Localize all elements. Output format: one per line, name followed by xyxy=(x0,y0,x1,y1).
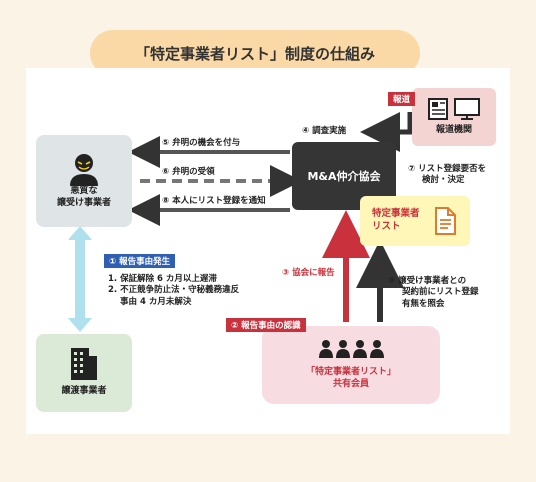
step5-label: ⑤ 弁明の機会を付与 xyxy=(162,138,241,148)
step6-label: ⑥ 弁明の受領 xyxy=(162,167,215,177)
step2-label: ② 報告事由の認識 xyxy=(226,318,306,332)
step7-line1: ⑦ リスト登録要否を xyxy=(408,164,487,174)
center-box: M&A仲介協会 xyxy=(292,142,396,210)
step1-items: 1. 保証解除 6 カ月以上遅滞 2. 不正競争防止法・守秘義務違反 事由 4 … xyxy=(108,274,239,308)
bad-buyer-label-line1: 悪質な xyxy=(70,186,98,197)
step7-line2: 検討・決定 xyxy=(422,175,465,186)
seller-box: 譲渡事業者 xyxy=(36,334,132,412)
center-label: M&A仲介協会 xyxy=(307,170,381,183)
members-label-line1: 「特定事業者リスト」 xyxy=(305,366,396,377)
bad-buyer-label: 悪質な 譲受け事業者 xyxy=(57,186,111,209)
step3-label: ③ 協会に報告 xyxy=(282,268,335,278)
step8-label: ⑧ 本人にリスト登録を通知 xyxy=(162,196,266,206)
step1-label: ① 報告事由発生 xyxy=(104,254,176,268)
document-icon xyxy=(434,207,456,235)
seller-label: 譲渡事業者 xyxy=(61,386,107,397)
building-icon xyxy=(71,348,97,381)
press-label: 報道機関 xyxy=(435,125,472,136)
step9-line2: 契約前にリスト登録 xyxy=(402,287,479,298)
step9-line1: ⑨ 譲受け事業者との xyxy=(388,276,467,286)
step9-line3: 有無を照会 xyxy=(402,298,445,309)
arrow-buyer-seller-head-top xyxy=(68,226,92,240)
page-title-text: 「特定事業者リスト」制度の仕組み xyxy=(134,44,375,63)
press-tag: 報道 xyxy=(388,92,416,106)
members-box: 「特定事業者リスト」 共有会員 xyxy=(262,326,440,404)
members-label: 「特定事業者リスト」 共有会員 xyxy=(306,366,396,390)
arrow-press-to-center xyxy=(360,112,413,152)
list-label-line1: 特定事業者 xyxy=(372,208,420,220)
list-label-line2: リスト xyxy=(372,221,401,232)
list-label: 特定事業者 リスト xyxy=(372,208,420,234)
list-box: 特定事業者 リスト xyxy=(360,196,470,246)
bad-person-icon xyxy=(70,154,98,187)
step1-item-2-cont: 事由 4 カ月未解決 xyxy=(120,296,192,307)
step9-label: ⑨ 譲受け事業者との 契約前にリスト登録 有無を照会 xyxy=(388,276,479,310)
press-icons xyxy=(428,98,480,121)
step1-item-2: 2. 不正競争防止法・守秘義務違反 xyxy=(108,285,240,296)
step4-label: ④ 調査実施 xyxy=(302,126,347,136)
newspaper-icon xyxy=(428,98,448,121)
bad-buyer-label-line2: 譲受け事業者 xyxy=(56,198,111,208)
monitor-icon xyxy=(454,98,480,121)
members-label-line2: 共有会員 xyxy=(332,379,369,389)
press-box: 報道機関 xyxy=(412,88,496,146)
members-group-icon xyxy=(319,339,384,358)
step7-label: ⑦ リスト登録要否を 検討・決定 xyxy=(408,164,486,187)
step1-item-1: 1. 保証解除 6 カ月以上遅滞 xyxy=(108,274,217,284)
arrow-buyer-seller-head-bottom xyxy=(68,318,92,332)
bad-buyer-box: 悪質な 譲受け事業者 xyxy=(36,135,132,227)
